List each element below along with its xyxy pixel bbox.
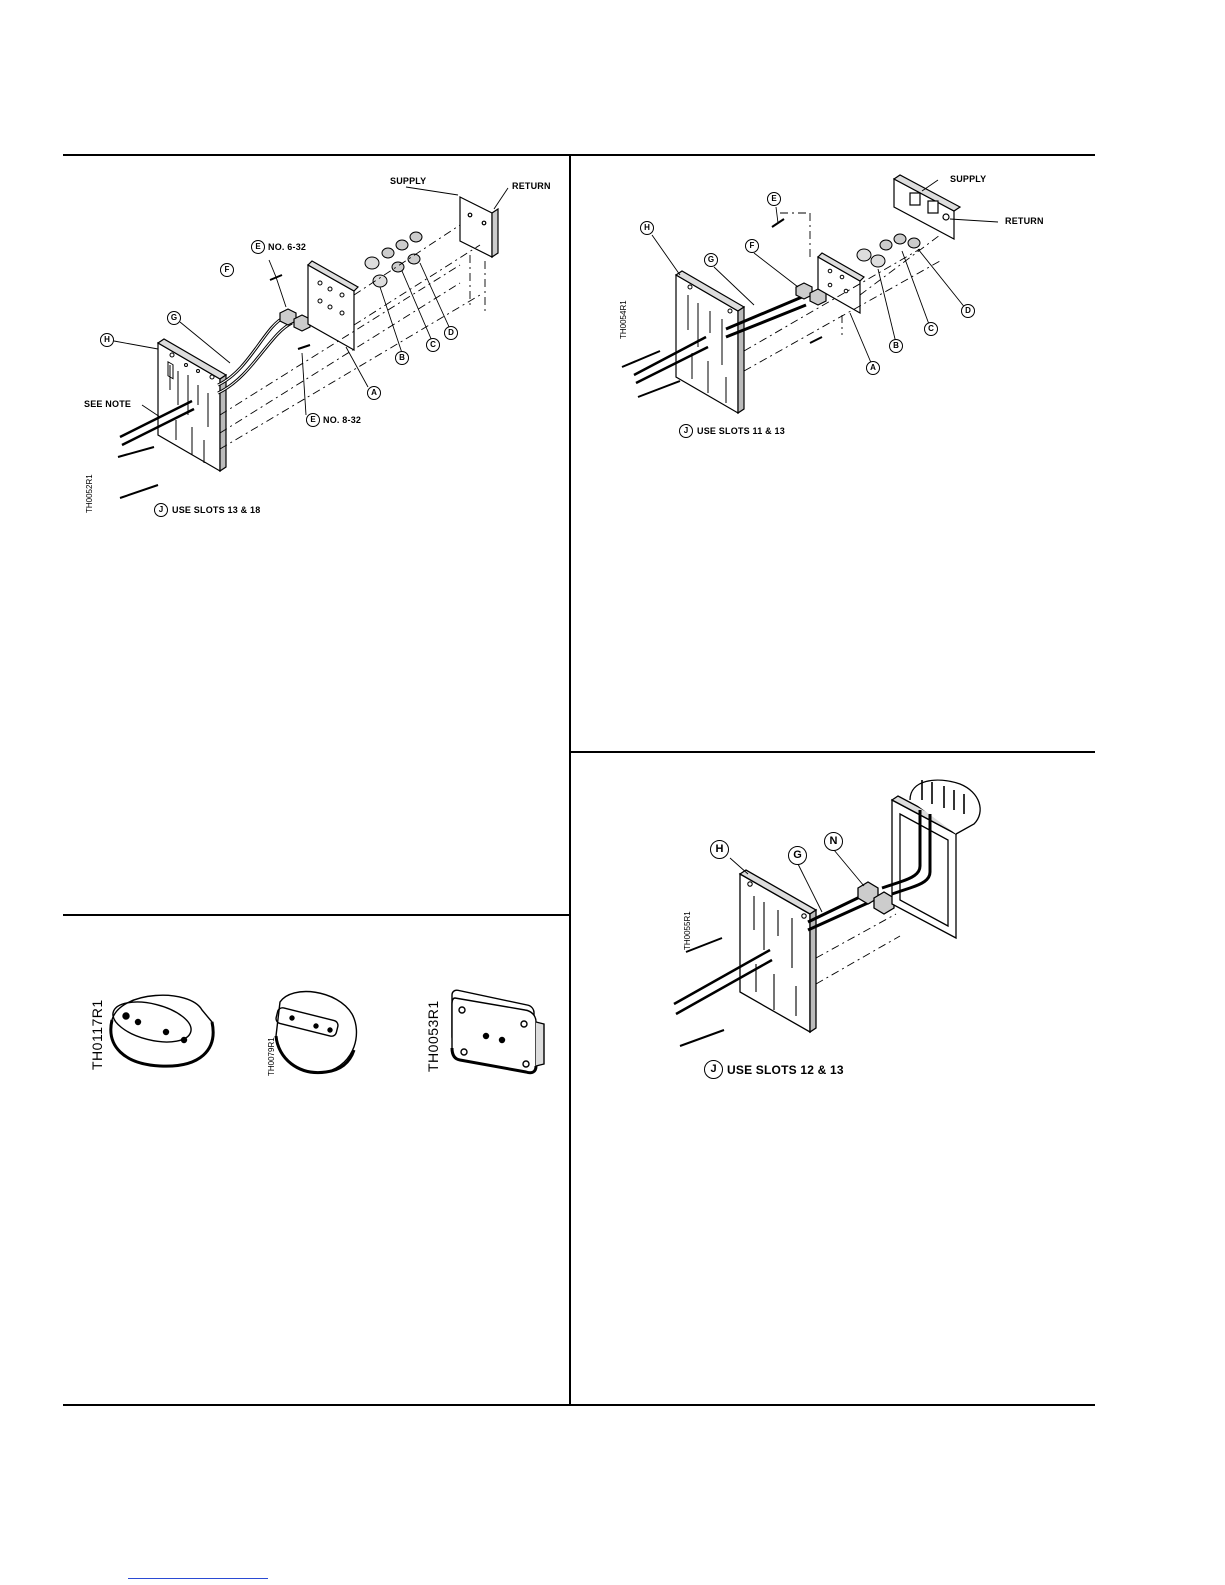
figure-flush-mount-drawing (580, 165, 1080, 445)
supply-label: SUPPLY (950, 175, 986, 184)
callout-g: G (167, 311, 181, 325)
bottom-rule (63, 1404, 1095, 1406)
top-rule (63, 154, 1095, 156)
screw-size-top-label: NO. 6-32 (268, 243, 306, 252)
base-code-rectangular: TH0053R1 (426, 1000, 440, 1072)
return-label: RETURN (1005, 217, 1044, 226)
slots-label: USE SLOTS 12 & 13 (727, 1064, 844, 1076)
callout-c: C (924, 322, 938, 336)
figure-code: TH0055R1 (684, 911, 692, 950)
callout-d: D (444, 326, 458, 340)
callout-h: H (100, 333, 114, 347)
callout-j: J (679, 424, 693, 438)
screw-size-bottom-label: NO. 8-32 (323, 416, 361, 425)
callout-h: H (640, 221, 654, 235)
callout-b: B (889, 339, 903, 353)
callout-c: C (426, 338, 440, 352)
callout-j: J (704, 1060, 723, 1079)
slots-label: USE SLOTS 11 & 13 (697, 427, 785, 436)
figure-junction-box-drawing (660, 770, 1000, 1080)
figure-surface-mount-exploded: SUPPLY RETURN E NO. 6-32 F G H A B C D S… (80, 165, 560, 525)
slots-label: USE SLOTS 13 & 18 (172, 506, 260, 515)
footer-link-underline[interactable] (128, 1578, 268, 1579)
callout-e: E (767, 192, 781, 206)
figure-subbase-drawing (80, 980, 560, 1090)
callout-n: N (824, 832, 843, 851)
left-mid-rule (63, 914, 570, 916)
base-code-round: TH0079R1 (268, 1037, 276, 1076)
callout-a: A (367, 386, 381, 400)
figure-code: TH0054R1 (620, 300, 628, 339)
callout-e-bottom: E (306, 413, 320, 427)
return-label: RETURN (512, 182, 551, 191)
callout-e-top: E (251, 240, 265, 254)
figure-junction-box-mount: H G N J USE SLOTS 12 & 13 TH0055R1 (660, 770, 1000, 1080)
callout-a: A (866, 361, 880, 375)
callout-g: G (788, 846, 807, 865)
figure-surface-mount-drawing (80, 165, 560, 525)
callout-f: F (220, 263, 234, 277)
figure-flush-mount-exploded: SUPPLY RETURN E H F G D C B A J USE SLOT… (580, 165, 1080, 445)
figure-subbase-types: TH0117R1 TH0079R1 TH0053R1 (80, 980, 560, 1090)
center-divider (569, 154, 571, 1406)
right-mid-rule (570, 751, 1095, 753)
callout-g: G (704, 253, 718, 267)
see-note-label: SEE NOTE (84, 400, 131, 409)
base-code-oval: TH0117R1 (90, 999, 104, 1070)
figure-code: TH0052R1 (86, 474, 94, 513)
supply-label: SUPPLY (390, 177, 426, 186)
callout-j: J (154, 503, 168, 517)
callout-d: D (961, 304, 975, 318)
callout-b: B (395, 351, 409, 365)
callout-h: H (710, 840, 729, 859)
callout-f: F (745, 239, 759, 253)
